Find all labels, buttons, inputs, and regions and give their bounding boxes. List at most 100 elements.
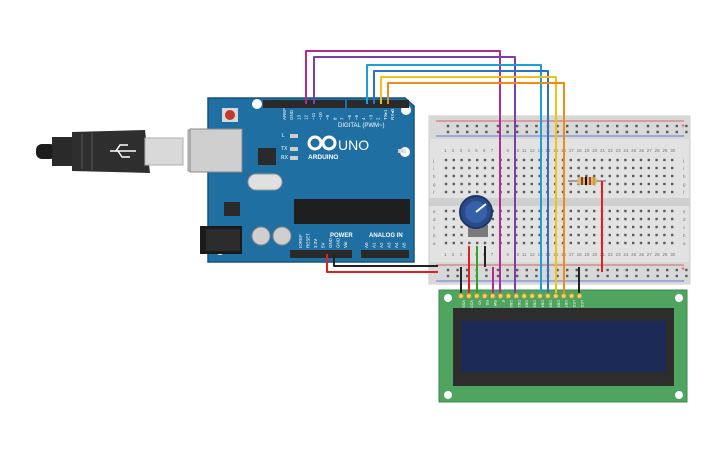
breadboard-hole	[530, 174, 533, 178]
analog-pin-label: A5	[402, 242, 407, 248]
breadboard-hole	[515, 166, 518, 170]
breadboard-hole	[647, 158, 650, 162]
breadboard-hole	[530, 225, 533, 229]
analog-pin-label: A1	[372, 242, 377, 248]
breadboard-hole	[616, 217, 619, 221]
power-pin-label: RESET	[306, 233, 311, 248]
row-letter: b	[433, 233, 436, 238]
breadboard-hole	[538, 158, 541, 162]
breadboard-hole	[506, 124, 509, 128]
breadboard-hole	[577, 209, 580, 213]
breadboard-hole	[624, 158, 627, 162]
breadboard-hole	[491, 182, 494, 186]
breadboard-hole	[577, 158, 580, 162]
breadboard-hole	[655, 158, 658, 162]
breadboard-hole	[624, 190, 627, 194]
breadboard-hole	[606, 124, 609, 128]
column-number: 19	[584, 252, 590, 257]
breadboard-hole	[569, 166, 572, 170]
breadboard-hole	[666, 274, 669, 278]
breadboard-hole	[625, 274, 628, 278]
breadboard-hole	[616, 268, 619, 272]
analog-pin-label: A3	[387, 242, 392, 248]
column-number: 30	[670, 148, 676, 153]
breadboard-hole	[596, 124, 600, 128]
digital-pin-label: 8	[332, 117, 337, 120]
breadboard-hole	[647, 217, 650, 221]
breadboard-hole	[491, 225, 494, 229]
column-number: 9	[506, 252, 509, 257]
lcd-pin-label: DB5	[548, 300, 552, 307]
breadboard-hole	[466, 274, 469, 278]
breadboard-hole	[632, 233, 635, 237]
breadboard-hole	[515, 158, 518, 162]
breadboard-hole	[625, 130, 628, 134]
lcd-pin-label: V0	[477, 300, 481, 305]
breadboard-hole	[575, 130, 578, 134]
breadboard-hole	[460, 174, 463, 178]
breadboard-hole	[577, 217, 580, 221]
breadboard-hole	[577, 174, 580, 178]
breadboard-hole	[575, 274, 578, 278]
breadboard-hole	[624, 225, 627, 229]
breadboard-hole	[515, 182, 518, 186]
breadboard-hole	[585, 158, 588, 162]
breadboard-hole	[632, 209, 635, 213]
breadboard-hole	[646, 124, 650, 128]
breadboard-hole	[507, 209, 510, 213]
breadboard-hole	[585, 241, 588, 245]
breadboard-hole	[616, 166, 619, 170]
breadboard-hole	[663, 233, 666, 237]
column-number: 4	[467, 148, 470, 153]
breadboard-hole	[647, 190, 650, 194]
breadboard-hole	[522, 225, 526, 229]
power-pin-label: 5V	[321, 242, 326, 248]
arduino-model: UNO	[338, 137, 369, 153]
breadboard-hole	[496, 268, 500, 272]
breadboard-hole	[522, 233, 526, 237]
rail-minus-label-top: -	[682, 133, 685, 140]
usb-port	[189, 128, 243, 173]
led-rx-label: RX	[281, 155, 289, 161]
potentiometer	[459, 195, 493, 237]
digital-header-label: DIGITAL (PWM~)	[338, 123, 385, 129]
breadboard-hole	[593, 217, 596, 221]
breadboard-hole	[593, 158, 596, 162]
breadboard-hole	[483, 182, 487, 186]
breadboard-hole	[616, 190, 619, 194]
breadboard-hole	[577, 233, 580, 237]
breadboard-hole	[639, 166, 643, 170]
breadboard-hole	[671, 166, 674, 170]
atmega-chip	[294, 199, 410, 224]
column-number: 27	[647, 252, 653, 257]
digital-pin-label: GND	[289, 109, 294, 120]
breadboard-hole	[483, 158, 487, 162]
power-pin-label: Vin	[343, 241, 348, 248]
breadboard-hole	[569, 174, 572, 178]
column-number: 18	[577, 148, 583, 153]
breadboard-hole	[632, 174, 635, 178]
breadboard-hole	[585, 274, 588, 278]
breadboard-hole	[585, 217, 588, 221]
breadboard-hole	[671, 209, 674, 213]
breadboard-hole	[483, 166, 487, 170]
breadboard-hole	[655, 209, 658, 213]
breadboard-hole	[522, 217, 526, 221]
breadboard-hole	[538, 190, 541, 194]
lcd-pin	[545, 293, 551, 299]
lcd-pin	[537, 293, 543, 299]
reset-button[interactable]	[225, 110, 235, 120]
breadboard-hole	[585, 124, 588, 128]
breadboard-hole	[596, 130, 600, 134]
breadboard-hole	[616, 209, 619, 213]
breadboard-hole	[569, 158, 572, 162]
breadboard-hole	[647, 166, 650, 170]
breadboard-hole	[485, 124, 488, 128]
row-letter: a	[683, 241, 686, 246]
breadboard-hole	[625, 268, 628, 272]
analog-pin-label: A4	[394, 242, 399, 248]
breadboard-hole	[639, 174, 643, 178]
digital-pin-label: 4	[361, 117, 366, 120]
